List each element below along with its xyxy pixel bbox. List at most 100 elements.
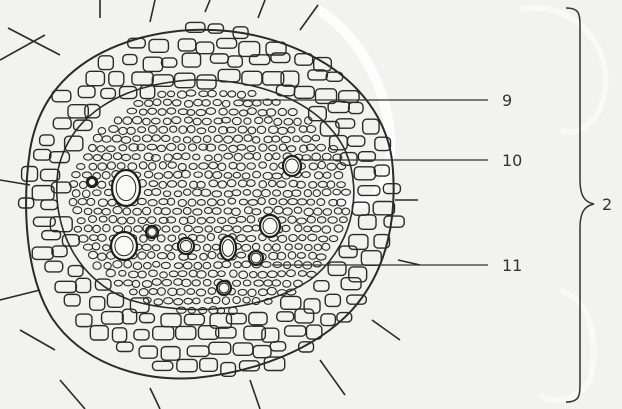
stele-cell: [254, 280, 264, 286]
stele-cell: [159, 162, 166, 169]
stele-cell: [234, 153, 242, 161]
stele-cell: [328, 145, 337, 152]
stele-cell: [207, 233, 214, 240]
stele-cell: [84, 225, 92, 232]
stele-cell: [208, 90, 217, 97]
cortex-cell: [328, 262, 346, 275]
stele-cell: [119, 145, 127, 151]
stele-cell: [121, 137, 130, 144]
stele-cell: [207, 217, 215, 223]
stele-cell: [214, 227, 222, 233]
stele-cell: [204, 207, 212, 213]
stele-cell: [208, 288, 216, 295]
stele-cell: [264, 280, 273, 286]
stele-cell: [178, 163, 186, 170]
stele-cell: [305, 244, 313, 250]
stele-cell: [142, 281, 151, 288]
stele-cell: [134, 226, 143, 232]
stele-cell: [144, 171, 152, 178]
stele-cell: [138, 198, 147, 204]
stele-cell: [138, 217, 146, 223]
cortex-cell: [341, 278, 361, 290]
stele-cell: [164, 298, 173, 304]
stele-cell: [243, 100, 252, 106]
cortex-cell: [68, 266, 83, 277]
stele-cell: [266, 109, 275, 116]
stele-cell: [247, 146, 255, 152]
stele-cell: [159, 199, 168, 205]
stele-cell: [99, 216, 107, 222]
stele-cell: [148, 108, 157, 114]
stele-cell: [173, 208, 182, 214]
cortex-cell: [285, 326, 306, 336]
cortex-cell: [200, 358, 218, 371]
stele-cell: [208, 270, 217, 277]
stele-cell: [318, 181, 327, 187]
stele-cell: [114, 117, 121, 124]
cortex-cell: [373, 202, 394, 215]
stele-cell: [98, 253, 107, 260]
stele-cell: [139, 289, 148, 296]
stele-cell: [148, 126, 157, 134]
stele-cell: [184, 117, 192, 123]
stele-cell: [188, 144, 196, 151]
stele-cell: [283, 208, 292, 215]
stele-cell: [238, 126, 247, 133]
stele-cell: [283, 280, 291, 287]
stele-cell: [172, 100, 181, 106]
cortex-cell: [90, 297, 105, 311]
stele-cell: [334, 225, 343, 232]
stele-cell: [272, 173, 281, 179]
stele-cell: [74, 226, 81, 232]
cortex-cell: [176, 326, 196, 339]
stele-cell: [258, 198, 265, 205]
stele-cell: [248, 90, 256, 96]
cortex-cell: [270, 342, 285, 351]
stele-cell: [84, 154, 93, 160]
cortex-cell: [122, 309, 136, 324]
cortex-cell: [45, 261, 63, 272]
stele-cell: [138, 252, 146, 259]
stele-cell: [227, 180, 236, 187]
stele-cell: [233, 172, 240, 178]
stele-cell: [334, 208, 341, 214]
stele-cell: [89, 216, 97, 223]
label-9: 9: [502, 91, 512, 110]
stele-cell: [124, 280, 133, 286]
stele-cell: [132, 280, 139, 287]
stele-cell: [178, 180, 186, 187]
stele-cell: [124, 260, 132, 268]
stele-cell: [304, 190, 311, 197]
stele-cell: [264, 207, 273, 214]
stele-cell: [149, 163, 156, 171]
cortex-cell: [153, 327, 174, 340]
stele-cell: [323, 209, 331, 216]
cortex-cell: [187, 346, 209, 356]
stele-cell: [201, 189, 211, 196]
stele-cell: [249, 271, 257, 277]
cortex-cell: [281, 296, 301, 309]
stele-cell: [159, 126, 168, 133]
stele-cell: [177, 307, 186, 313]
stele-cell: [189, 270, 197, 277]
stele-cell: [187, 216, 195, 223]
cortex-cell: [152, 361, 172, 370]
stele-cell: [130, 289, 138, 295]
stele-cell: [278, 271, 286, 277]
stele-cell: [294, 118, 301, 125]
stele-cell: [327, 181, 335, 188]
stele-cell: [205, 155, 213, 161]
cortex-cell: [52, 246, 67, 257]
stele-cell: [104, 262, 111, 269]
cortex-cell: [363, 119, 379, 134]
stele-cell: [204, 244, 211, 251]
stele-cell: [169, 271, 178, 277]
stele-cell: [298, 199, 307, 205]
cortex-cell: [197, 75, 216, 89]
stele-cell: [133, 262, 142, 269]
stele-cell: [165, 245, 172, 251]
stele-cell: [268, 271, 278, 278]
stele-cell: [148, 252, 155, 259]
stele-cell: [209, 307, 218, 314]
